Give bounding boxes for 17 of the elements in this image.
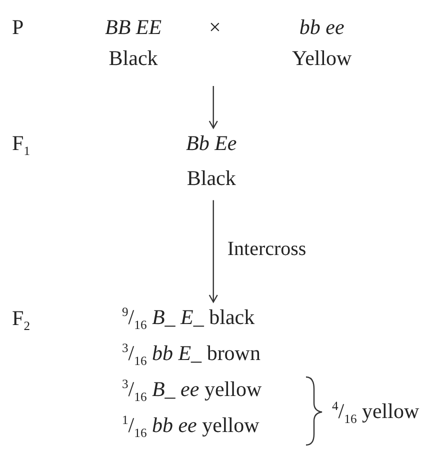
cross-sign: × <box>209 16 221 40</box>
offspring-genotype: Bb Ee <box>186 132 237 156</box>
summary-ratio: $^{4}$/$_{16}$ yellow <box>332 400 420 428</box>
generation-label: F$_{1}$ <box>12 132 30 160</box>
phenotype-text: Black <box>186 167 236 190</box>
generation-label: P <box>12 16 24 40</box>
parent-genotype: BB EE <box>105 16 162 40</box>
arrow <box>208 86 218 129</box>
phenotype-text: Black <box>108 47 158 70</box>
arrow <box>208 200 218 303</box>
generation-label: F$_{2}$ <box>12 307 30 334</box>
phenotype-text: $^{3}$/$_{16}$ B_ ee yellow <box>122 378 262 406</box>
phenotype-text: Yellow <box>292 47 352 70</box>
ratio-list: $^{9}$/$_{16}$ B_ E_ black <box>122 306 255 334</box>
phenotype-text: $^{3}$/$_{16}$ bb E_ brown <box>122 342 260 370</box>
phenotype-text: $^{1}$/$_{16}$ bb ee yellow <box>122 414 260 442</box>
parent-genotype: bb ee <box>299 16 344 40</box>
